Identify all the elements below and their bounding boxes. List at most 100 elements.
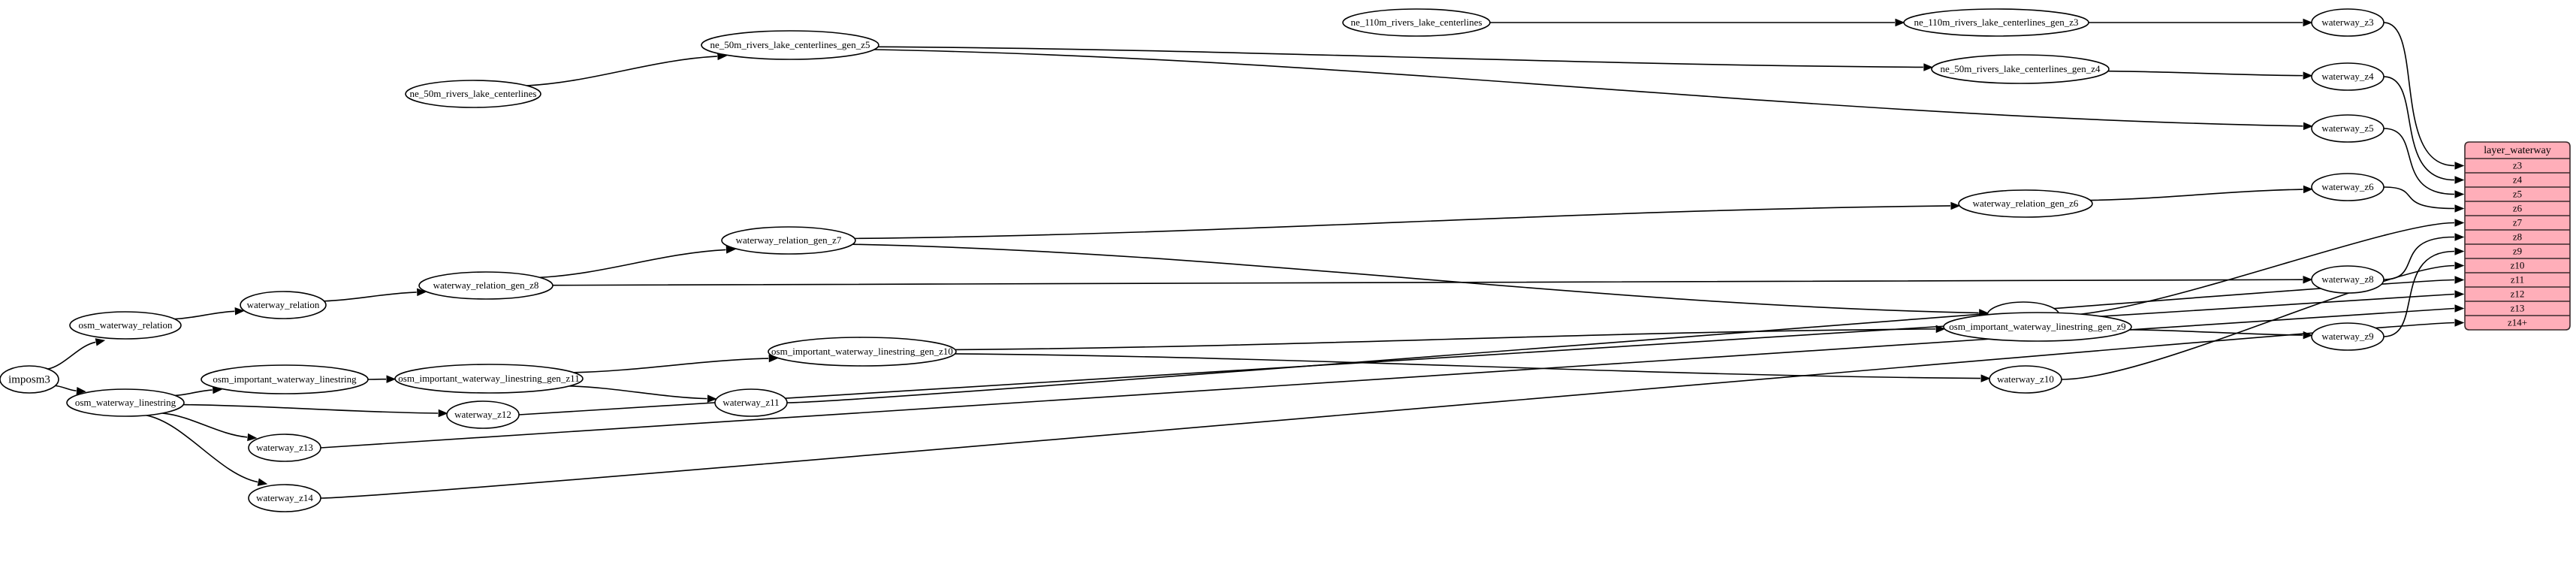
arrowhead-icon xyxy=(2454,204,2465,213)
node-label-ne_110m_rivers_lake_centerlines_gen_z3: ne_110m_rivers_lake_centerlines_gen_z3 xyxy=(1914,17,2079,28)
node-label-waterway_z10: waterway_z10 xyxy=(1997,373,2054,385)
node-ellipse-waterway_z11 xyxy=(714,388,788,417)
arrowhead-icon xyxy=(417,288,427,297)
node-waterway_z5[interactable]: waterway_z5 xyxy=(2311,114,2384,143)
node-osm_important_waterway_linestring_gen_z11[interactable]: osm_important_waterway_linestring_gen_z1… xyxy=(394,364,584,394)
node-waterway_z13[interactable]: waterway_z13 xyxy=(248,434,321,462)
record-row-z12[interactable]: z12 xyxy=(2511,288,2525,299)
node-ellipse-waterway_z13 xyxy=(248,434,321,462)
node-osm_waterway_linestring[interactable]: osm_waterway_linestring xyxy=(66,388,185,417)
node-label-waterway_z12: waterway_z12 xyxy=(454,409,511,420)
node-waterway_relation[interactable]: waterway_relation xyxy=(240,291,327,319)
arrowhead-icon xyxy=(1950,201,1961,210)
record-row-z5[interactable]: z5 xyxy=(2513,188,2522,199)
node-ellipse-waterway_z5 xyxy=(2311,114,2384,143)
node-label-osm_important_waterway_linestring_gen_z9: osm_important_waterway_linestring_gen_z9 xyxy=(1949,321,2125,332)
arrowhead-icon xyxy=(2303,18,2313,27)
node-ne_50m_rivers_lake_centerlines_gen_z5[interactable]: ne_50m_rivers_lake_centerlines_gen_z5 xyxy=(701,30,879,60)
node-osm_important_waterway_linestring_gen_z9[interactable]: osm_important_waterway_linestring_gen_z9 xyxy=(1943,312,2132,342)
edge-waterway_z7-to-layer_waterway-z7 xyxy=(2059,222,2455,316)
record-row-z6[interactable]: z6 xyxy=(2513,202,2523,213)
node-waterway_z12[interactable]: waterway_z12 xyxy=(446,400,520,429)
node-waterway_relation_gen_z7[interactable]: waterway_relation_gen_z7 xyxy=(721,226,856,255)
arrowhead-icon xyxy=(2454,176,2465,184)
arrowhead-icon xyxy=(2454,219,2465,227)
edge-osm_important_waterway_linestring_gen_z10-to-waterway_z10 xyxy=(955,353,1981,379)
record-header-label: layer_waterway xyxy=(2484,145,2550,156)
arrowhead-icon xyxy=(2454,261,2465,270)
node-ellipse-waterway_z14 xyxy=(248,484,321,512)
node-waterway_z4[interactable]: waterway_z4 xyxy=(2311,62,2384,91)
edge-waterway_z14-to-layer_waterway-z14- xyxy=(320,322,2455,499)
edge-ne_50m_rivers_lake_centerlines_gen_z5-to-waterway_z5 xyxy=(873,49,2303,127)
record-row-z10[interactable]: z10 xyxy=(2511,259,2525,270)
node-ellipse-waterway_z3 xyxy=(2311,8,2384,37)
node-label-waterway_z6: waterway_z6 xyxy=(2321,181,2374,192)
edge-osm_important_waterway_linestring_gen_z11-to-waterway_z11 xyxy=(569,385,707,400)
arrowhead-icon xyxy=(257,478,268,486)
node-label-ne_50m_rivers_lake_centerlines: ne_50m_rivers_lake_centerlines xyxy=(410,88,537,99)
node-ellipse-ne_110m_rivers_lake_centerlines_gen_z3 xyxy=(1903,8,2089,37)
edge-osm_waterway_linestring-to-waterway_z12 xyxy=(183,403,439,414)
arrowhead-icon xyxy=(2454,304,2465,313)
node-waterway_z9[interactable]: waterway_z9 xyxy=(2311,322,2384,351)
record-row-z3[interactable]: z3 xyxy=(2513,159,2522,171)
node-ellipse-waterway_relation_gen_z8 xyxy=(418,271,554,300)
record-row-z11[interactable]: z11 xyxy=(2511,273,2524,285)
node-waterway_relation_gen_z6[interactable]: waterway_relation_gen_z6 xyxy=(1958,189,2093,218)
record-row-z14plus[interactable]: z14+ xyxy=(2508,316,2527,328)
node-waterway_relation_gen_z8[interactable]: waterway_relation_gen_z8 xyxy=(418,271,554,300)
node-imposm3[interactable]: imposm3 xyxy=(0,365,59,394)
node-ne_110m_rivers_lake_centerlines[interactable]: ne_110m_rivers_lake_centerlines xyxy=(1342,8,1491,37)
node-label-ne_50m_rivers_lake_centerlines_gen_z5: ne_50m_rivers_lake_centerlines_gen_z5 xyxy=(710,39,870,50)
node-waterway_z6[interactable]: waterway_z6 xyxy=(2311,173,2384,201)
node-osm_important_waterway_linestring_gen_z10[interactable]: osm_important_waterway_linestring_gen_z1… xyxy=(768,337,957,367)
arrowhead-icon xyxy=(2454,233,2465,241)
node-ellipse-waterway_relation_gen_z6 xyxy=(1958,189,2093,218)
edge-waterway_z8-to-layer_waterway-z8 xyxy=(2383,236,2455,280)
arrowhead-icon xyxy=(2303,71,2313,80)
node-label-waterway_z5: waterway_z5 xyxy=(2321,122,2373,134)
edge-waterway_relation_gen_z7-to-waterway_relation_gen_z6 xyxy=(855,205,1950,240)
node-ellipse-imposm3 xyxy=(0,365,59,394)
node-waterway_z14[interactable]: waterway_z14 xyxy=(248,484,321,512)
node-waterway_z3[interactable]: waterway_z3 xyxy=(2311,8,2384,37)
node-waterway_z8[interactable]: waterway_z8 xyxy=(2311,265,2384,294)
node-label-waterway_z9: waterway_z9 xyxy=(2321,331,2373,342)
node-label-waterway_z3: waterway_z3 xyxy=(2321,17,2373,28)
arrowhead-icon xyxy=(386,375,397,383)
record-row-z9[interactable]: z9 xyxy=(2513,245,2522,256)
node-ellipse-waterway_z4 xyxy=(2311,62,2384,91)
node-osm_important_waterway_linestring[interactable]: osm_important_waterway_linestring xyxy=(201,364,369,394)
node-label-osm_important_waterway_linestring_gen_z10: osm_important_waterway_linestring_gen_z1… xyxy=(771,346,953,357)
arrowhead-icon xyxy=(2454,162,2465,170)
node-ne_50m_rivers_lake_centerlines_gen_z4[interactable]: ne_50m_rivers_lake_centerlines_gen_z4 xyxy=(1931,54,2110,84)
node-label-osm_important_waterway_linestring: osm_important_waterway_linestring xyxy=(213,373,357,385)
arrowhead-icon xyxy=(2303,275,2313,284)
edge-waterway_relation_gen_z6-to-waterway_z6 xyxy=(2090,189,2303,201)
arrowhead-icon xyxy=(1980,374,1991,382)
arrowhead-icon xyxy=(2454,319,2465,327)
record-layer-layer-waterway: layer_waterway z3 z4 z5 z6 z7 z8 z9 z10 z11 z12 z13… xyxy=(2464,141,2571,331)
node-ellipse-waterway_z10 xyxy=(1989,365,2062,394)
edge-ne_50m_rivers_lake_centerlines_gen_z5-to-ne_50m_rivers_lake_centerlines_gen_z4 xyxy=(878,46,1923,68)
node-ellipse-osm_important_waterway_linestring_gen_z11 xyxy=(394,364,584,394)
node-osm_waterway_relation[interactable]: osm_waterway_relation xyxy=(69,311,182,340)
node-waterway_z10[interactable]: waterway_z10 xyxy=(1989,365,2062,394)
record-row-z4[interactable]: z4 xyxy=(2513,174,2523,185)
arrowhead-icon xyxy=(2454,290,2465,298)
edge-imposm3-to-osm_waterway_relation xyxy=(47,341,96,370)
record-row-z8[interactable]: z8 xyxy=(2513,231,2522,242)
node-label-waterway_z13: waterway_z13 xyxy=(256,442,313,453)
record-row-z13[interactable]: z13 xyxy=(2511,302,2525,313)
node-ne_50m_rivers_lake_centerlines[interactable]: ne_50m_rivers_lake_centerlines xyxy=(405,80,541,108)
node-label-osm_waterway_relation: osm_waterway_relation xyxy=(79,319,173,331)
node-ellipse-waterway_z12 xyxy=(446,400,520,429)
arrowhead-icon xyxy=(2454,190,2465,198)
record-row-z7[interactable]: z7 xyxy=(2513,216,2523,228)
edge-ne_50m_rivers_lake_centerlines_gen_z4-to-waterway_z4 xyxy=(2107,70,2303,77)
node-waterway_z11[interactable]: waterway_z11 xyxy=(714,388,788,417)
node-ne_110m_rivers_lake_centerlines_gen_z3[interactable]: ne_110m_rivers_lake_centerlines_gen_z3 xyxy=(1903,8,2089,37)
node-ellipse-waterway_z8 xyxy=(2311,265,2384,294)
